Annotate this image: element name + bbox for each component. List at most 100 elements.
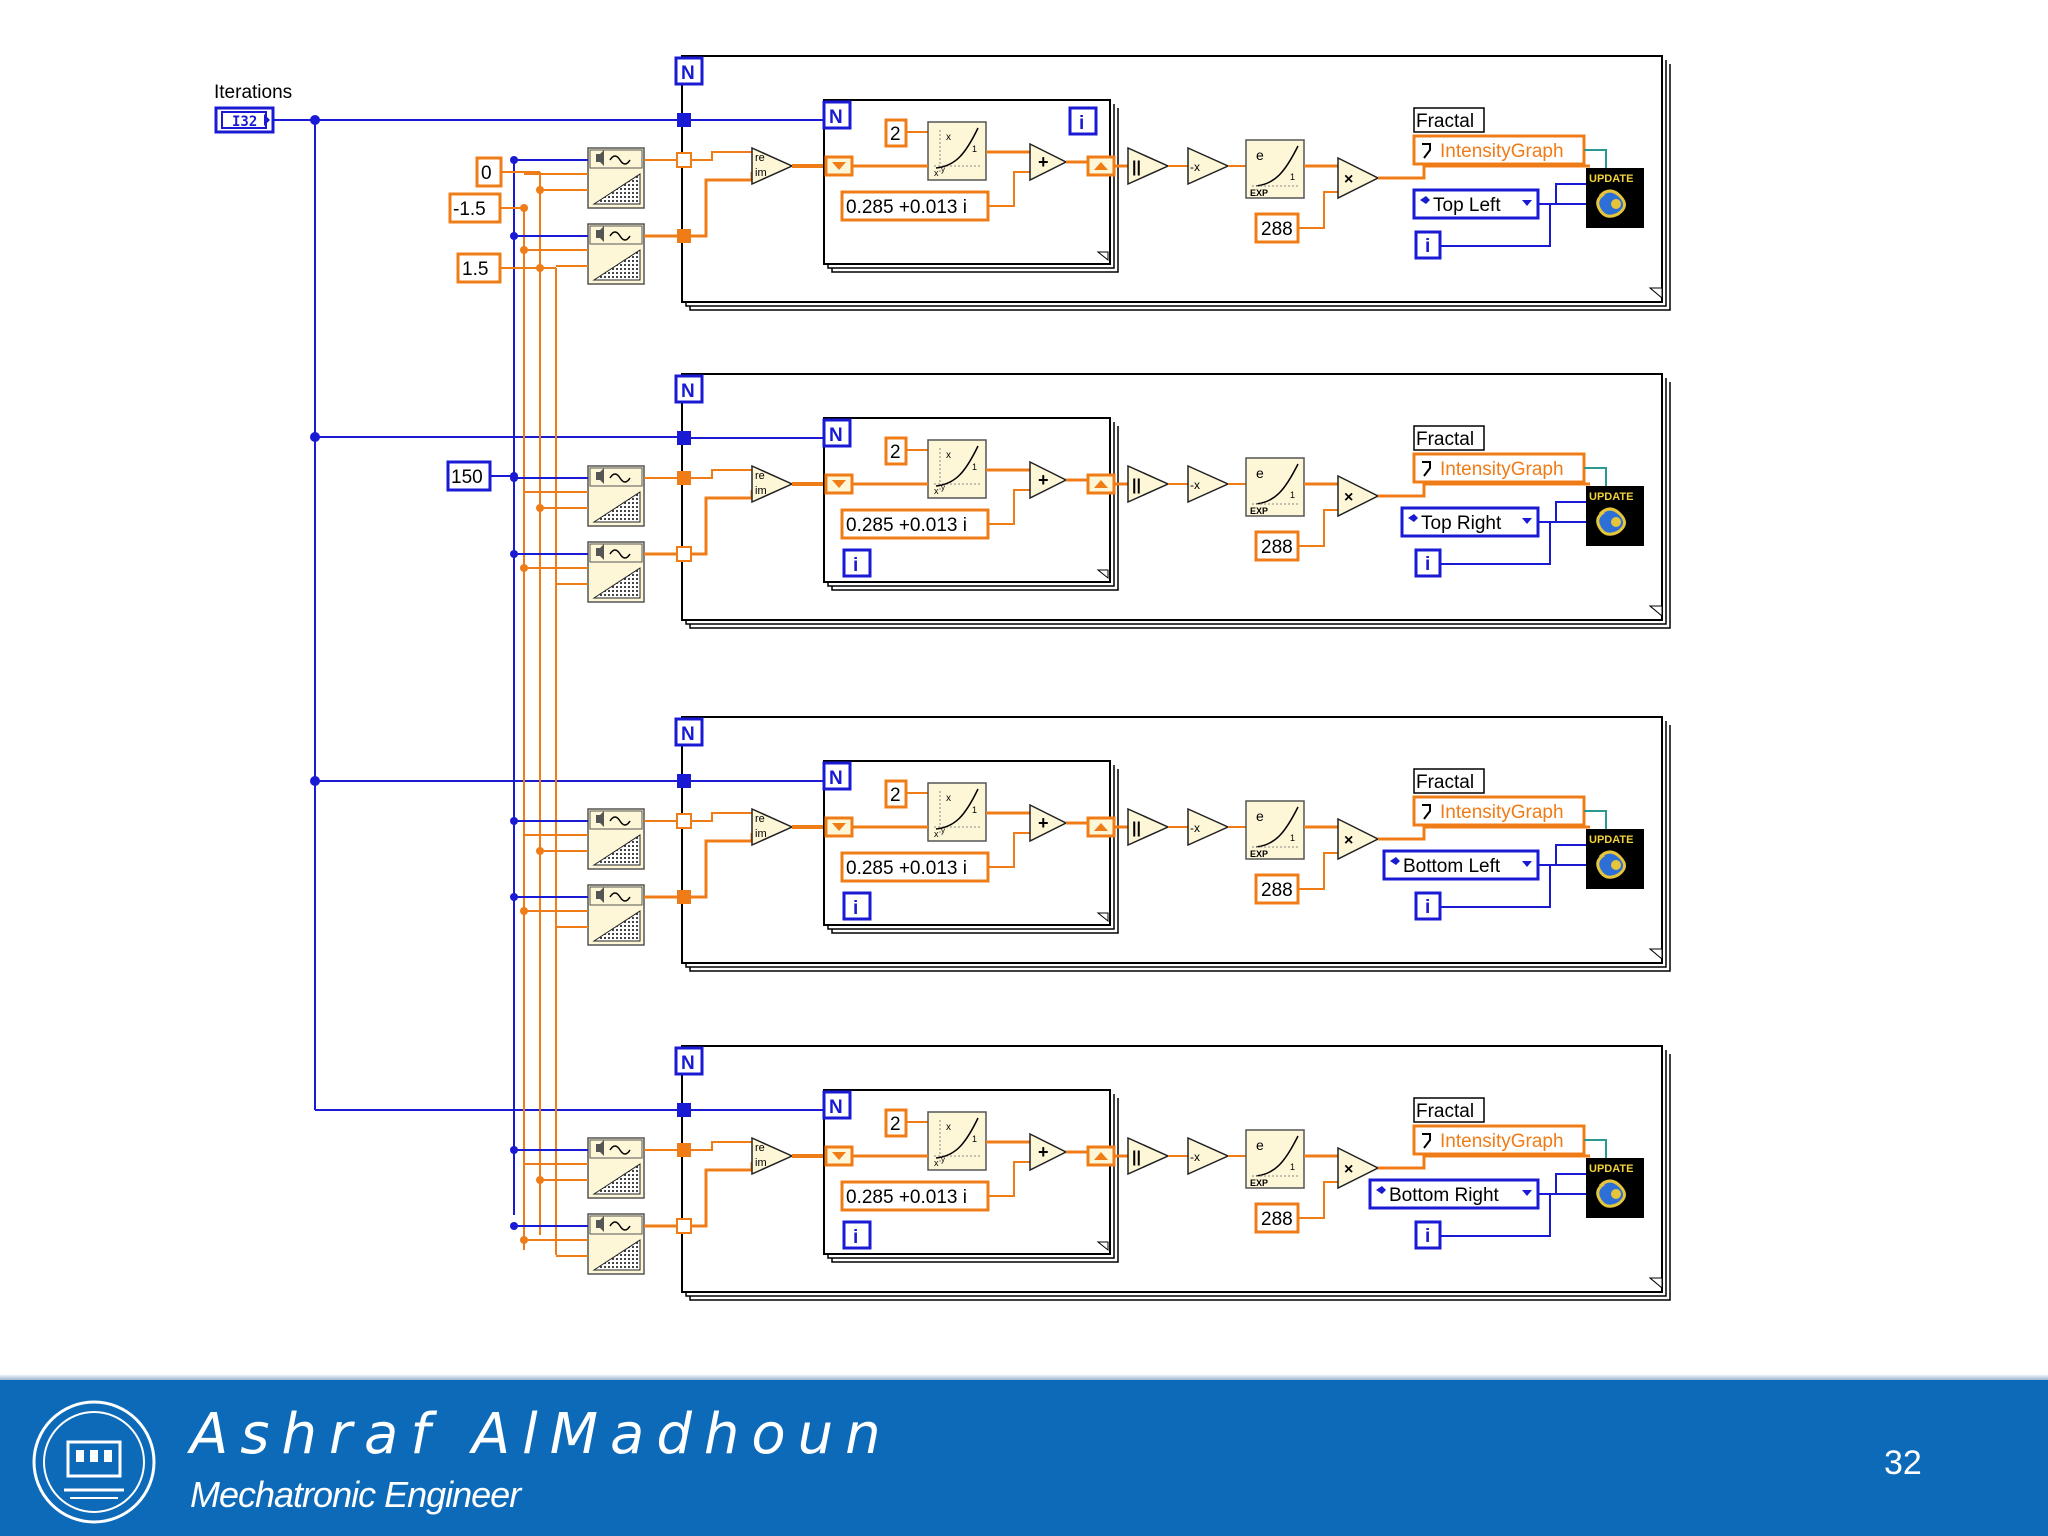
iterations-control[interactable]: I32 <box>214 106 275 134</box>
svg-text:×: × <box>1344 489 1353 506</box>
svg-text:e: e <box>1256 1137 1264 1153</box>
numeric-constants: 0 -1.5 1.5 150 <box>446 156 503 492</box>
quadrant-selector[interactable]: Bottom Right <box>1368 1178 1540 1210</box>
svg-text:IntensityGraph: IntensityGraph <box>1440 459 1564 480</box>
svg-text:Fractal: Fractal <box>1416 429 1474 450</box>
svg-text:×: × <box>1344 171 1353 188</box>
svg-text:×: × <box>1344 832 1353 849</box>
re-im-to-complex: re im <box>751 146 794 186</box>
svg-text:2: 2 <box>890 785 901 806</box>
svg-text:e: e <box>1256 465 1264 481</box>
negate-function: -x <box>1187 807 1230 847</box>
fractal-label: Fractal <box>1413 1097 1485 1123</box>
fractal-label: Fractal <box>1413 107 1485 133</box>
svg-text:N: N <box>829 425 843 446</box>
constant-pos: 1.5 <box>456 252 502 284</box>
shift-register-right <box>1086 155 1116 177</box>
svg-text:re: re <box>755 152 765 164</box>
power-function: x x y 1 <box>927 782 987 842</box>
inner-count-terminal: N <box>822 100 852 130</box>
svg-text:1: 1 <box>972 462 977 472</box>
re-im-to-complex: re im <box>751 807 794 847</box>
svg-text:1: 1 <box>972 805 977 815</box>
svg-text:EXP: EXP <box>1250 1178 1268 1188</box>
svg-text:x: x <box>946 450 951 461</box>
svg-text:1: 1 <box>1290 172 1295 182</box>
add-function: + <box>1029 142 1068 182</box>
svg-text:re: re <box>755 813 765 825</box>
power-function: x x y 1 <box>927 439 987 499</box>
constant-size: 150 <box>446 460 492 492</box>
iterations-tunnel <box>677 431 691 445</box>
svg-text:-x: -x <box>1190 1150 1200 1164</box>
svg-text:-x: -x <box>1190 821 1200 835</box>
svg-text:N: N <box>681 724 695 745</box>
ramp-generator <box>587 884 645 946</box>
exponent-constant: 2 <box>884 1108 908 1138</box>
svg-text:x: x <box>934 486 939 496</box>
exponential-function: e EXP 1 <box>1245 1129 1305 1189</box>
svg-text:1: 1 <box>1290 490 1295 500</box>
intensity-graph-reference: IntensityGraph <box>1412 795 1586 827</box>
svg-text:UPDATE: UPDATE <box>1589 173 1633 185</box>
multiply-function: × <box>1337 1146 1380 1190</box>
svg-text:N: N <box>681 63 695 84</box>
svg-text:1: 1 <box>1290 833 1295 843</box>
multiply-function: × <box>1337 817 1380 861</box>
iteration-terminal: i <box>1068 106 1098 136</box>
add-function: + <box>1029 460 1068 500</box>
svg-text:||: || <box>1132 477 1141 494</box>
loop-count-terminal: N <box>674 1046 704 1076</box>
intensity-graph-reference: IntensityGraph <box>1412 134 1586 166</box>
re-im-to-complex: re im <box>751 464 794 504</box>
svg-text:UPDATE: UPDATE <box>1589 1163 1633 1175</box>
svg-text:2: 2 <box>890 442 901 463</box>
svg-text:im: im <box>755 485 767 497</box>
add-function: + <box>1029 1132 1068 1172</box>
svg-text:re: re <box>755 470 765 482</box>
svg-text:e: e <box>1256 147 1264 163</box>
exponential-function: e EXP 1 <box>1245 457 1305 517</box>
svg-text:||: || <box>1132 820 1141 837</box>
iterations-tunnel <box>677 113 691 127</box>
svg-text:-1.5: -1.5 <box>453 199 486 220</box>
update-graph-subvi[interactable]: UPDATE <box>1586 486 1644 546</box>
negate-function: -x <box>1187 464 1230 504</box>
svg-text:288: 288 <box>1261 219 1293 240</box>
quadrant-selector[interactable]: Top Right <box>1400 506 1540 538</box>
svg-text:1: 1 <box>972 1134 977 1144</box>
loop-count-terminal: N <box>674 56 704 86</box>
ramp-generator <box>587 541 645 603</box>
iterations-bus <box>273 115 683 1111</box>
svg-text:i: i <box>853 898 858 919</box>
quadrant-selector[interactable]: Bottom Left <box>1382 849 1540 881</box>
author-name: Ashraf AlMadhoun <box>190 1402 893 1467</box>
svg-text:0.285 +0.013 i: 0.285 +0.013 i <box>846 1187 967 1208</box>
svg-text:x: x <box>946 132 951 143</box>
svg-text:x: x <box>934 1158 939 1168</box>
constant-zero: 0 <box>475 156 503 188</box>
svg-text:0: 0 <box>481 163 492 184</box>
iterations-label: Iterations <box>214 82 292 103</box>
update-graph-subvi[interactable]: UPDATE <box>1586 1158 1644 1218</box>
svg-text:150: 150 <box>451 467 483 488</box>
svg-text:Fractal: Fractal <box>1416 1101 1474 1122</box>
quadrant-selector[interactable]: Top Left <box>1412 188 1540 220</box>
svg-text:re: re <box>755 1142 765 1154</box>
scale-constant: 288 <box>1254 873 1300 905</box>
negate-function: -x <box>1187 146 1230 186</box>
svg-text:0.285 +0.013 i: 0.285 +0.013 i <box>846 197 967 218</box>
constant-neg: -1.5 <box>448 192 502 224</box>
svg-text:N: N <box>829 768 843 789</box>
iterations-tunnel <box>677 1103 691 1117</box>
update-graph-subvi[interactable]: UPDATE <box>1586 168 1644 228</box>
update-graph-subvi[interactable]: UPDATE <box>1586 829 1644 889</box>
svg-text:UPDATE: UPDATE <box>1589 834 1633 846</box>
intensity-graph-reference: IntensityGraph <box>1412 1124 1586 1156</box>
svg-text:N: N <box>829 1097 843 1118</box>
svg-text:x: x <box>934 829 939 839</box>
iteration-index-constant: i <box>1414 548 1442 578</box>
svg-text:im: im <box>755 1157 767 1169</box>
iteration-index-constant: i <box>1414 1220 1442 1250</box>
fractal-panel-1: N <box>510 55 1671 311</box>
